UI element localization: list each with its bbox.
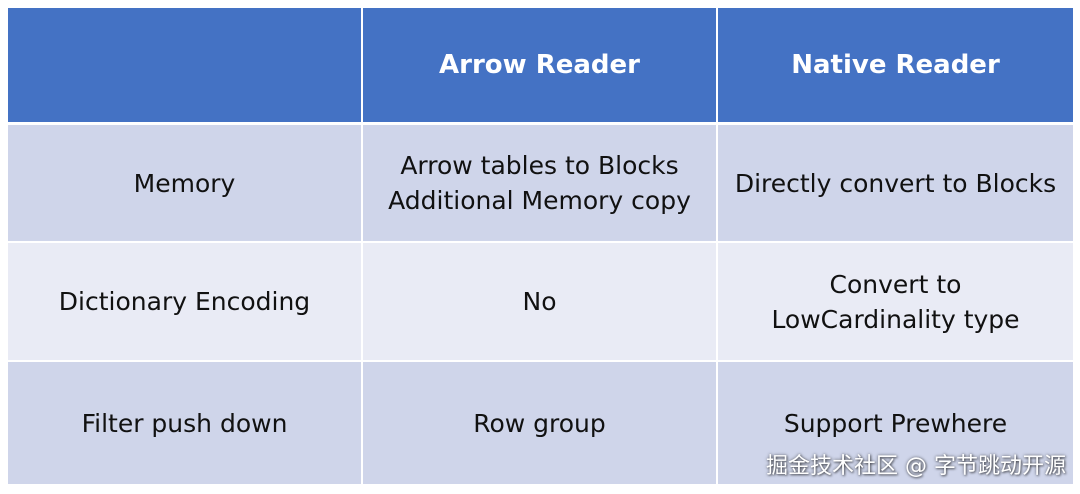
row-label-dictionary-encoding: Dictionary Encoding [8,243,363,362]
cell-memory-native: Directly convert to Blocks [718,125,1073,243]
cell-dictionary-arrow: No [363,243,718,362]
header-empty-cell [8,8,363,125]
comparison-table: Arrow Reader Native Reader Memory Arrow … [8,8,1073,486]
header-arrow-reader: Arrow Reader [363,8,718,125]
cell-filter-native: Support Prewhere [718,362,1073,486]
watermark-text: 掘金技术社区 @ 字节跳动开源 [766,454,1066,479]
cell-memory-arrow: Arrow tables to Blocks Additional Memory… [363,125,718,243]
cell-filter-arrow: Row group [363,362,718,486]
row-label-memory: Memory [8,125,363,243]
cell-dictionary-native: Convert to LowCardinality type [718,243,1073,362]
row-label-filter-push-down: Filter push down [8,362,363,486]
header-native-reader: Native Reader [718,8,1073,125]
